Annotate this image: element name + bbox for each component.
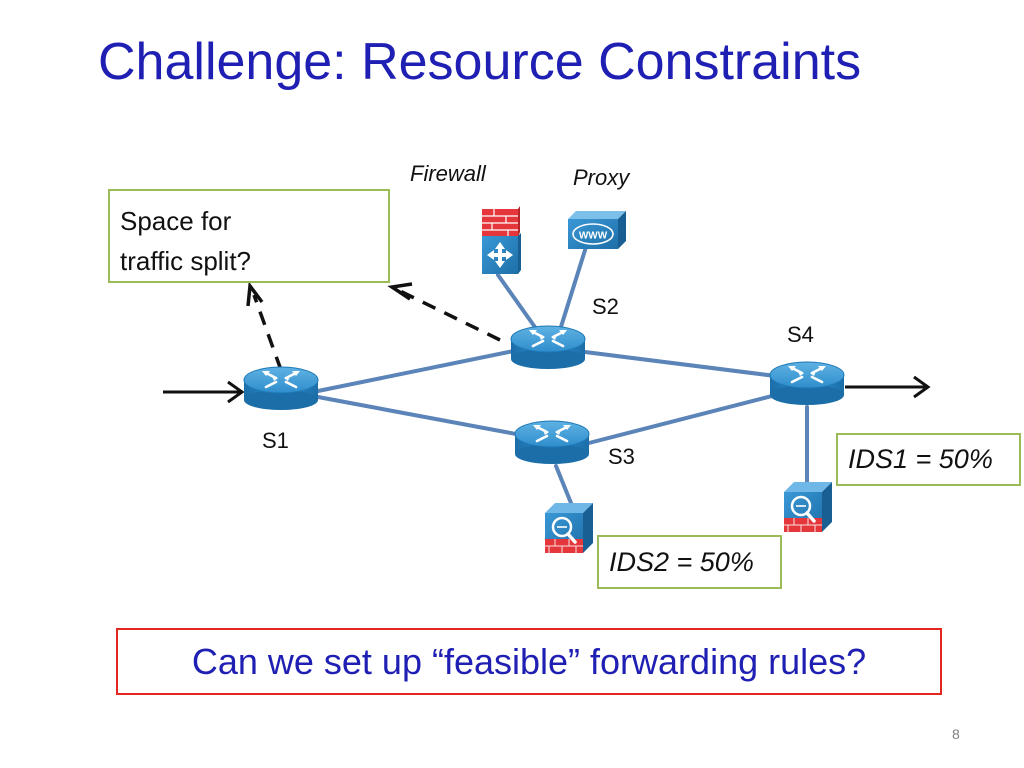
s3-label: S3 (608, 444, 635, 469)
s2-label: S2 (592, 294, 619, 319)
router-s3 (513, 419, 591, 466)
router-s2 (509, 324, 587, 371)
ids1-icon (782, 480, 834, 534)
s1-label: S1 (262, 428, 289, 453)
router-s1 (242, 365, 320, 412)
ids2-icon (543, 501, 595, 555)
page-number: 8 (952, 726, 960, 742)
egress-arrow (845, 375, 931, 399)
slide-title: Challenge: Resource Constraints (98, 33, 862, 91)
traffic-split-callout: Space for traffic split? (108, 189, 390, 283)
www-proxy-icon: WWW (568, 211, 626, 249)
network-links (316, 245, 809, 505)
router-s4 (768, 360, 846, 407)
firewall-icon (482, 206, 521, 274)
s4-label: S4 (787, 322, 814, 347)
ids2-load-callout: IDS2 = 50% (597, 535, 782, 589)
ids1-load-callout: IDS1 = 50% (836, 433, 1021, 486)
traffic-split-line1: Space for (120, 206, 232, 236)
firewall-label: Firewall (410, 161, 486, 186)
forwarding-question-box: Can we set up “feasible” forwarding rule… (116, 628, 942, 695)
www-text: WWW (579, 231, 608, 242)
proxy-label: Proxy (573, 165, 630, 190)
dashed-arrow-s1 (246, 281, 283, 371)
dashed-arrow-s2 (387, 282, 501, 342)
traffic-split-line2: traffic split? (120, 246, 252, 276)
ingress-arrow (163, 380, 245, 404)
